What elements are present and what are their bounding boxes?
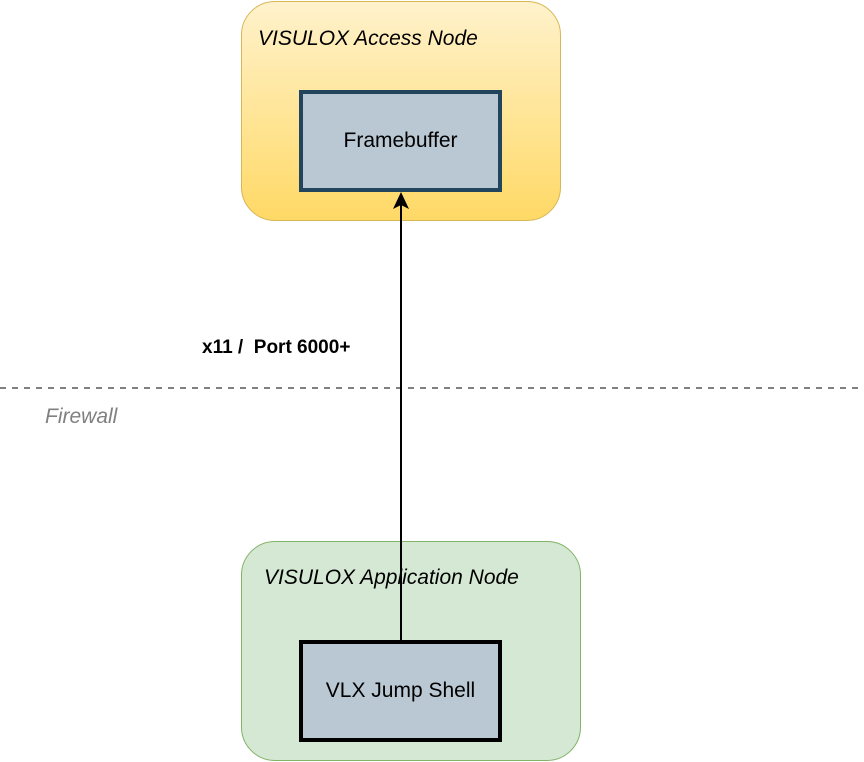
jump-shell-label: VLX Jump Shell (325, 679, 476, 702)
framebuffer-box[interactable]: Framebuffer (299, 90, 502, 192)
connection-label: x11 / Port 6000+ (202, 337, 351, 358)
application-node-title: VISULOX Application Node (264, 566, 519, 589)
framebuffer-label: Framebuffer (343, 129, 458, 152)
firewall-label: Firewall (45, 405, 118, 428)
jump-shell-box[interactable]: VLX Jump Shell (299, 640, 502, 742)
access-node-title: VISULOX Access Node (258, 27, 478, 50)
arrowhead-icon (393, 192, 409, 209)
